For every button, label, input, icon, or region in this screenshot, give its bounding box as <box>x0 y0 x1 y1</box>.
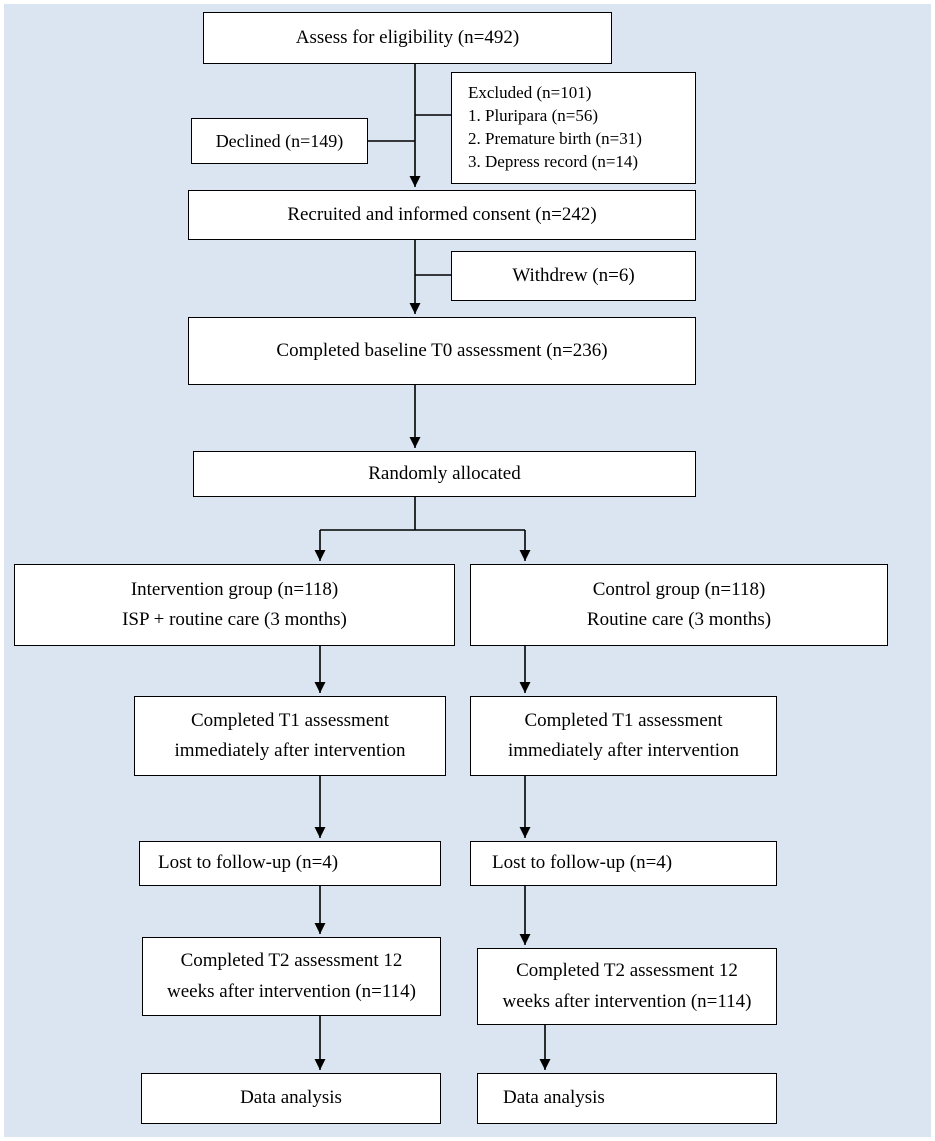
intervention-lost-label: Lost to follow-up (n=4) <box>158 852 339 874</box>
control-t1-sublabel: immediately after intervention <box>507 740 740 761</box>
eligibility-box: Assess for eligibility (n=492) <box>203 12 612 64</box>
withdrew-box: Withdrew (n=6) <box>451 251 696 301</box>
control-t2-label: Completed T2 assessment 12 <box>516 960 738 982</box>
control-group-sublabel: Routine care (3 months) <box>586 609 772 630</box>
eligibility-label: Assess for eligibility (n=492) <box>295 26 520 48</box>
control-group-box: Control group (n=118) Routine care (3 mo… <box>470 564 888 646</box>
control-t1-label: Completed T1 assessment <box>524 709 723 731</box>
intervention-group-sublabel: ISP + routine care (3 months) <box>122 609 347 630</box>
intervention-t2-box: Completed T2 assessment 12 weeks after i… <box>142 937 441 1016</box>
excluded-item: 1. Pluripara (n=56) <box>468 106 598 126</box>
control-t2-sublabel: weeks after intervention (n=114) <box>502 990 752 1012</box>
control-group-label: Control group (n=118) <box>592 578 766 600</box>
control-t1-box: Completed T1 assessment immediately afte… <box>470 696 777 776</box>
declined-label: Declined (n=149) <box>215 130 344 151</box>
control-analysis-box: Data analysis <box>477 1073 777 1124</box>
excluded-box: Excluded (n=101) 1. Pluripara (n=56) 2. … <box>451 72 696 184</box>
declined-box: Declined (n=149) <box>191 118 368 164</box>
intervention-group-label: Intervention group (n=118) <box>130 578 339 600</box>
intervention-group-box: Intervention group (n=118) ISP + routine… <box>14 564 455 646</box>
withdrew-label: Withdrew (n=6) <box>512 264 635 286</box>
intervention-analysis-label: Data analysis <box>240 1087 342 1109</box>
intervention-t1-label: Completed T1 assessment <box>190 709 390 731</box>
intervention-t1-sublabel: immediately after intervention <box>174 740 406 761</box>
intervention-analysis-box: Data analysis <box>141 1073 441 1124</box>
excluded-title: Excluded (n=101) <box>468 83 592 103</box>
baseline-label: Completed baseline T0 assessment (n=236) <box>276 339 608 361</box>
control-lost-box: Lost to follow-up (n=4) <box>470 841 777 886</box>
excluded-item: 3. Depress record (n=14) <box>468 151 639 171</box>
intervention-t2-label: Completed T2 assessment 12 <box>180 950 403 972</box>
recruited-box: Recruited and informed consent (n=242) <box>188 190 696 240</box>
baseline-box: Completed baseline T0 assessment (n=236) <box>188 317 696 385</box>
randomized-label: Randomly allocated <box>368 462 521 484</box>
connector-lines <box>314 64 551 1070</box>
control-analysis-label: Data analysis <box>503 1087 605 1109</box>
randomized-box: Randomly allocated <box>193 451 696 497</box>
excluded-item: 2. Premature birth (n=31) <box>468 129 642 148</box>
control-lost-label: Lost to follow-up (n=4) <box>492 852 673 874</box>
intervention-t2-sublabel: weeks after intervention (n=114) <box>166 980 416 1002</box>
control-t2-box: Completed T2 assessment 12 weeks after i… <box>477 948 777 1025</box>
intervention-lost-box: Lost to follow-up (n=4) <box>139 841 441 886</box>
recruited-label: Recruited and informed consent (n=242) <box>287 203 597 225</box>
intervention-t1-box: Completed T1 assessment immediately afte… <box>134 696 446 776</box>
flowchart-canvas: Assess for eligibility (n=492) Excluded … <box>4 4 931 1137</box>
